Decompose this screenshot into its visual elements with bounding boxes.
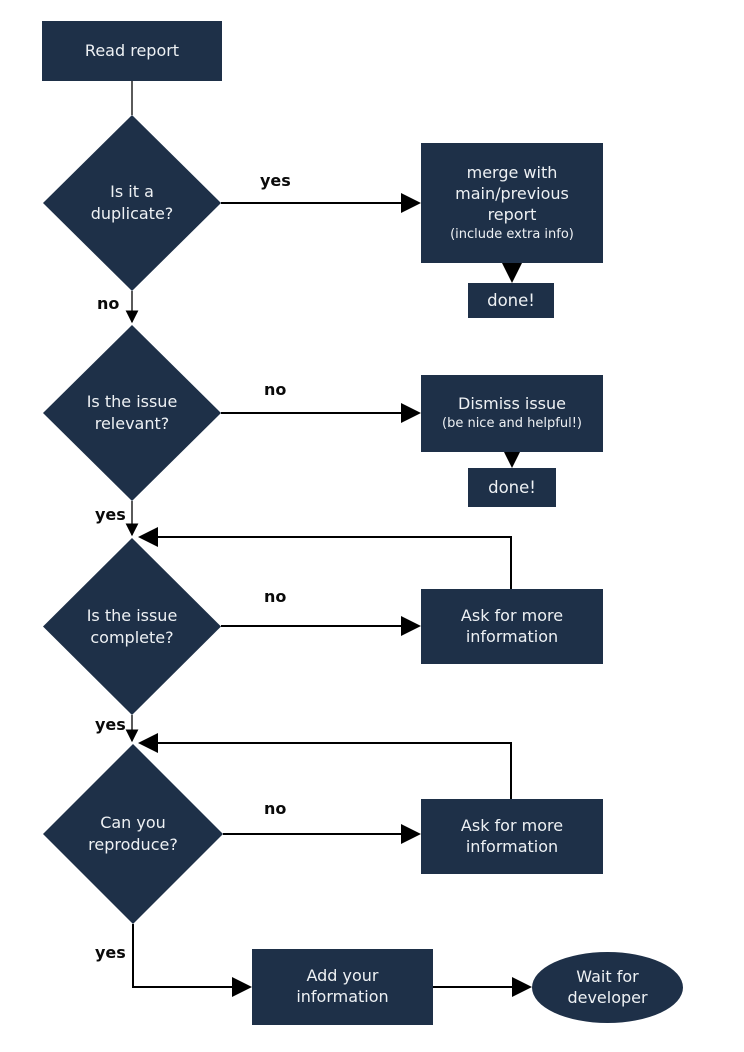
node-complete-line1: Is the issue bbox=[86, 605, 178, 625]
edge-label-complete-yes: yes bbox=[95, 715, 126, 734]
node-ask2-line1: Ask for more bbox=[460, 815, 564, 835]
node-merge-line3: report bbox=[487, 204, 537, 224]
edge-ask1-loop-to-complete bbox=[138, 527, 512, 589]
node-reproduce-line2: reproduce? bbox=[88, 835, 178, 854]
node-ask1-line1: Ask for more bbox=[460, 605, 564, 625]
edge-label-relevant-yes: yes bbox=[95, 505, 126, 524]
edge-label-duplicate-yes: yes bbox=[260, 171, 291, 190]
node-done-1-label: done! bbox=[487, 290, 535, 310]
edge-ask2-loop-to-reproduce bbox=[138, 733, 512, 799]
node-relevant-line1: Is the issue bbox=[86, 392, 178, 412]
edge-label-relevant-no: no bbox=[264, 380, 287, 399]
node-relevant-line2: relevant? bbox=[94, 414, 170, 433]
node-ask1-line2: information bbox=[465, 626, 559, 646]
node-duplicate-line1: Is it a bbox=[110, 182, 154, 202]
node-done-2-label: done! bbox=[488, 477, 536, 497]
node-wait-line1: Wait for bbox=[576, 966, 639, 986]
node-duplicate-line2: duplicate? bbox=[90, 204, 174, 223]
node-ask2-line2: information bbox=[465, 836, 559, 856]
node-add-line1: Add your bbox=[306, 966, 379, 986]
node-wait-line2: developer bbox=[567, 987, 648, 1007]
node-merge-line2: main/previous bbox=[455, 183, 569, 203]
node-dismiss-issue: Dismiss issue (be nice and helpful!) bbox=[421, 375, 603, 452]
edge-reproduce-yes-to-add bbox=[132, 924, 252, 997]
edge-label-reproduce-yes: yes bbox=[95, 943, 126, 962]
node-add-your-information: Add your information bbox=[252, 949, 433, 1025]
node-complete-line2: complete? bbox=[90, 627, 174, 647]
node-done-2: done! bbox=[468, 468, 556, 507]
node-read-report-label: Read report bbox=[84, 40, 180, 60]
node-dismiss-line1: Dismiss issue bbox=[458, 394, 566, 414]
node-read-report: Read report bbox=[42, 21, 222, 81]
node-merge-with-previous-report: merge with main/previous report (include… bbox=[421, 143, 603, 263]
node-ask-for-more-information-2: Ask for more information bbox=[421, 799, 603, 874]
edge-label-reproduce-no: no bbox=[264, 799, 287, 818]
edge-label-duplicate-no: no bbox=[97, 294, 120, 313]
node-add-line2: information bbox=[296, 987, 389, 1006]
node-dismiss-note: (be nice and helpful!) bbox=[442, 416, 582, 432]
node-done-1: done! bbox=[468, 283, 554, 318]
node-ask-for-more-information-1: Ask for more information bbox=[421, 589, 603, 664]
edge-label-complete-no: no bbox=[264, 587, 287, 606]
node-merge-line1: merge with bbox=[466, 163, 558, 183]
node-reproduce-line1: Can you bbox=[100, 813, 166, 833]
node-merge-note: (include extra info) bbox=[450, 226, 574, 242]
node-wait-for-developer: Wait for developer bbox=[532, 952, 683, 1023]
